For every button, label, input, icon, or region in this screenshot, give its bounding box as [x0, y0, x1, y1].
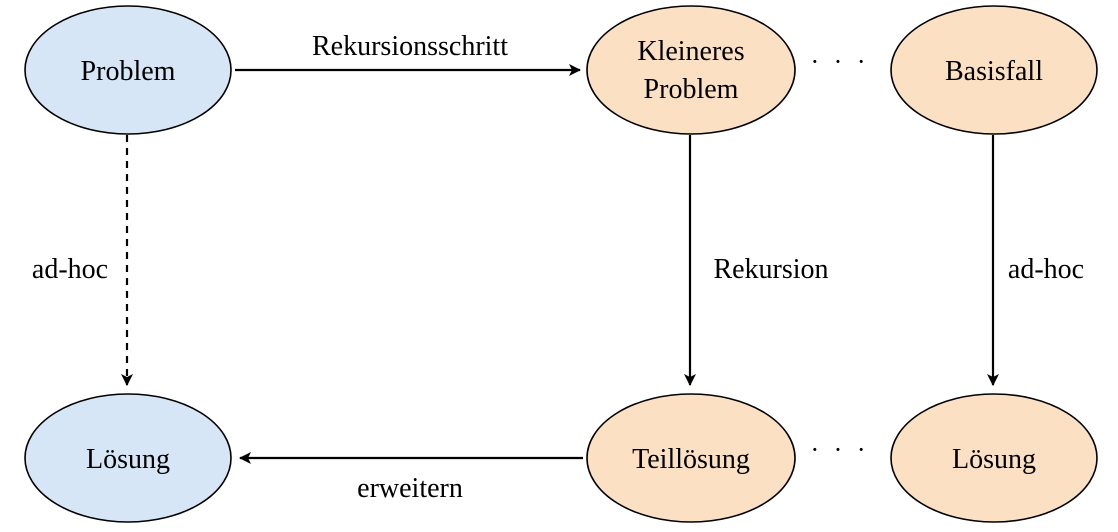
recursion-step-label: Rekursionsschritt [312, 31, 508, 62]
node-smaller-problem-label-line2: Problem [644, 74, 739, 105]
node-smaller-problem-shape [586, 5, 796, 135]
node-smaller-problem-label-line1: Kleineres [637, 36, 744, 67]
node-solution: Lösung [24, 393, 232, 523]
node-problem-shape [24, 5, 232, 135]
node-base-solution: Lösung [890, 393, 1098, 523]
node-base-solution-label: Lösung [952, 444, 1036, 475]
ad-hoc-left-label: ad-hoc [32, 254, 108, 285]
node-partial-solution: Teillösung [586, 393, 796, 523]
node-base-case: Basisfall [890, 5, 1098, 135]
node-smaller-problem: Kleineres Problem [586, 5, 796, 135]
ellipsis-bottom: · · · [811, 435, 870, 464]
node-problem-label: Problem [81, 56, 176, 87]
recursion-label: Rekursion [713, 254, 828, 285]
extend-label: erweitern [357, 473, 463, 504]
node-partial-solution-shape [586, 393, 796, 523]
ad-hoc-right-label: ad-hoc [1008, 254, 1084, 285]
ellipsis-top: · · · [811, 47, 870, 76]
node-solution-shape [24, 393, 232, 523]
node-base-solution-shape [890, 393, 1098, 523]
node-problem: Problem [24, 5, 232, 135]
node-solution-label: Lösung [86, 444, 170, 475]
node-partial-solution-label: Teillösung [632, 444, 750, 475]
node-base-case-shape [890, 5, 1098, 135]
node-base-case-label: Basisfall [945, 56, 1043, 87]
